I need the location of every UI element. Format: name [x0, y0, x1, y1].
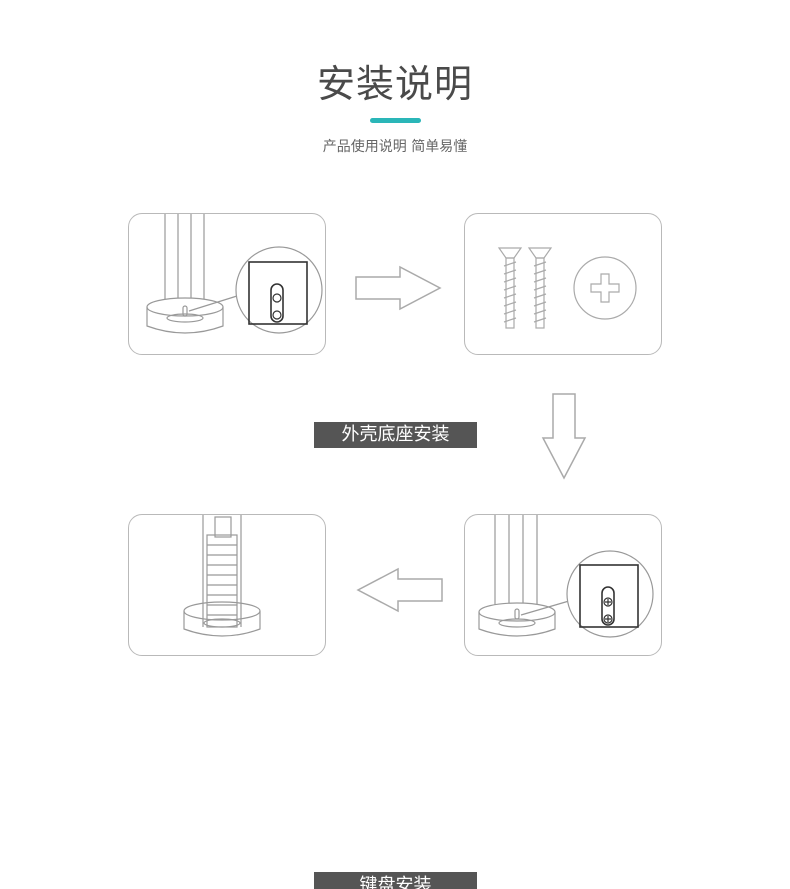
title-underline — [370, 118, 421, 123]
arrow-left-icon — [356, 567, 443, 613]
screws-illustration — [497, 247, 637, 329]
arrow-down-icon — [541, 393, 587, 480]
base-hole-illustration — [146, 214, 323, 334]
step-panel-base-screwed — [464, 514, 662, 656]
step-panel-base-hole — [128, 213, 326, 355]
step-panel-screws — [464, 213, 662, 355]
page-subtitle: 产品使用说明 简单易懂 — [322, 139, 468, 155]
assembled-illustration — [183, 515, 261, 637]
step-panel-assembled — [128, 514, 326, 656]
step-label-shell-base: 外壳底座安装 — [314, 422, 477, 448]
screw-icon — [497, 247, 523, 329]
base-screwed-illustration — [478, 515, 654, 638]
arrow-right-icon — [355, 265, 442, 311]
phillips-head-icon — [573, 256, 637, 320]
screw-icon — [527, 247, 553, 329]
page-title: 安装说明 — [316, 62, 473, 106]
step-label-keyboard: 键盘安装 — [314, 872, 477, 889]
